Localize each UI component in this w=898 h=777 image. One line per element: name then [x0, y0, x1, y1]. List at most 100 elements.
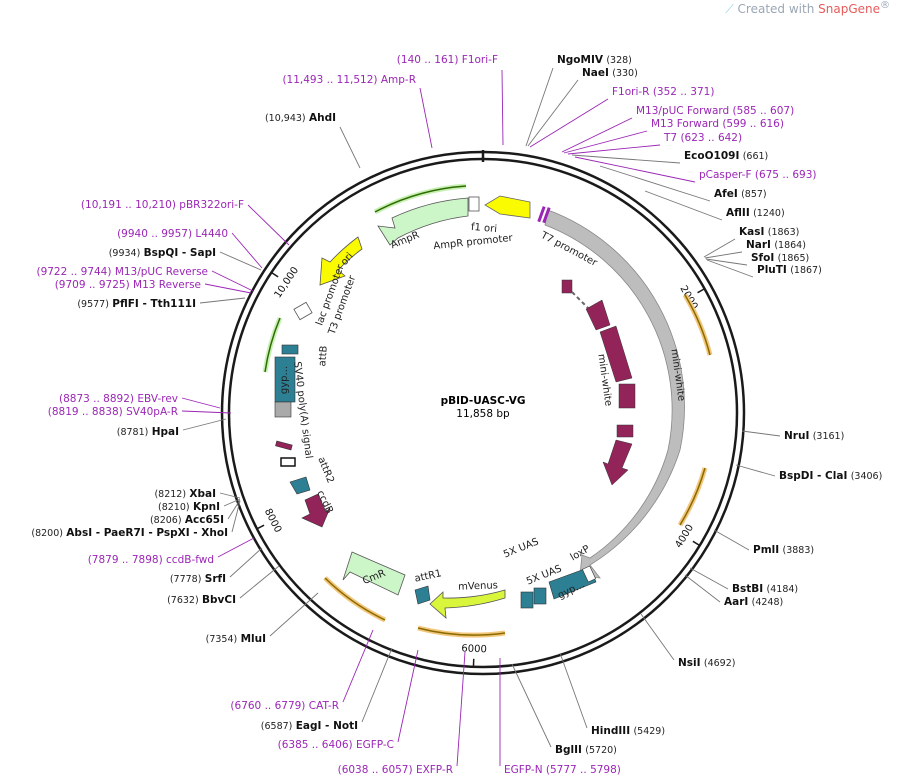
leader-46	[247, 204, 290, 246]
site-position: (7879 .. 7898)	[88, 554, 163, 566]
leader-11	[599, 165, 711, 202]
t7-promoter-bar	[537, 206, 546, 223]
mini-white-exon-4	[618, 383, 636, 409]
site-name: EagI - NotI	[296, 720, 358, 732]
leader-33	[217, 537, 255, 558]
leader-3	[525, 67, 554, 147]
site-position: (857)	[741, 189, 767, 200]
mini-white-gray-arrow	[544, 209, 685, 579]
site-name: HindIII	[591, 725, 630, 737]
site-name: M13 Forward	[651, 118, 719, 130]
leader-37	[219, 492, 241, 499]
site-name: PflFI - Tth111I	[112, 298, 196, 310]
primer-label-43: (9722 .. 9744) M13/pUC Reverse	[36, 266, 208, 278]
site-name: BspQI - SapI	[144, 247, 216, 259]
enzyme-label-18: BspDI - ClaI (3406)	[779, 470, 882, 482]
site-position: (328)	[606, 55, 632, 66]
tick-label-2: 6000	[461, 643, 487, 655]
label-leaders	[181, 67, 781, 767]
site-name: AfeI	[714, 188, 738, 200]
site-name: HpaI	[152, 426, 179, 438]
site-name: MluI	[241, 633, 266, 645]
outer-arc-right-top-core	[684, 294, 711, 356]
leader-16	[706, 259, 754, 278]
attr2-arrow	[289, 476, 311, 495]
enzyme-label-16: PluTI (1867)	[757, 264, 822, 276]
primer-label-33: (7879 .. 7898) ccdB-fwd	[88, 554, 214, 566]
primer-label-45: (9940 .. 9957) L4440	[117, 228, 228, 240]
enzyme-label-11: AfeI (857)	[714, 188, 767, 200]
tick-label-3: 8000	[262, 507, 283, 535]
site-position: (8200)	[31, 528, 63, 539]
leader-13	[703, 238, 736, 258]
enzyme-label-23: HindIII (5429)	[591, 725, 665, 737]
ori-arrow	[319, 236, 363, 286]
site-position: (1864)	[774, 240, 806, 251]
leader-41	[199, 297, 246, 304]
feature-label-9: attR2	[315, 455, 335, 484]
plasmid-name: pBID-UASC-VG	[441, 395, 526, 407]
site-name: NsiI	[678, 657, 701, 669]
site-position: (7354)	[206, 634, 238, 645]
attb-box	[281, 344, 299, 355]
leader-18	[735, 464, 776, 477]
leader-32	[229, 547, 263, 578]
site-position: (9577)	[77, 299, 109, 310]
leader-27	[397, 649, 419, 743]
site-name: F1ori-F	[462, 54, 498, 66]
mini-white-exon-1	[561, 279, 573, 294]
mini-white-exon-6	[602, 439, 633, 486]
site-name: AbsI - PaeR7I - PspXI - XhoI	[66, 527, 228, 539]
feature-label-13: mVenus	[458, 580, 498, 592]
site-position: (6587)	[261, 721, 293, 732]
leader-45	[231, 232, 263, 269]
leader-14	[704, 251, 743, 259]
site-position: (7778)	[170, 574, 202, 585]
site-position: (6038 .. 6057)	[338, 764, 413, 776]
primer-label-39: (8819 .. 8838) SV40pA-R	[48, 406, 178, 418]
site-name: NarI	[746, 239, 771, 251]
mini-white-exon-2	[585, 299, 611, 331]
site-position: (3161)	[813, 431, 845, 442]
site-name: KasI	[739, 226, 764, 238]
site-position: (9940 .. 9957)	[117, 228, 192, 240]
leader-21	[684, 574, 721, 603]
feature-label-6: attB	[317, 345, 330, 367]
enzyme-label-41: (9577) PflFI - Tth111I	[77, 298, 196, 310]
ccdb-arrow	[301, 493, 331, 528]
site-name: XbaI	[189, 488, 216, 500]
site-name: PmlI	[753, 544, 779, 556]
credit-prefix: Created with	[737, 2, 819, 16]
leader-24	[511, 663, 552, 748]
site-name: SfoI	[751, 252, 774, 264]
enzyme-label-3: NgoMIV (328)	[557, 54, 632, 66]
leader-2	[339, 126, 361, 169]
black-mark	[280, 457, 296, 467]
enzyme-label-17: NruI (3161)	[784, 430, 844, 442]
enzyme-label-28: (6587) EagI - NotI	[261, 720, 358, 732]
primer-label-29: (6760 .. 6779) CAT-R	[230, 700, 339, 712]
leader-6	[561, 117, 633, 153]
site-position: (4248)	[752, 597, 784, 608]
tick-mark-0	[697, 288, 705, 294]
primer-label-27: (6385 .. 6406) EGFP-C	[278, 739, 394, 751]
enzyme-label-44: (9934) BspQI - SapI	[109, 247, 216, 259]
primer-label-7: M13 Forward (599 .. 616)	[651, 118, 784, 130]
snapgene-credit: ⟋ Created with SnapGene®	[725, 0, 890, 17]
enzyme-label-12: AflII (1240)	[726, 207, 785, 219]
site-name: pBR322ori-F	[179, 199, 244, 211]
site-position: (675 .. 693)	[755, 169, 817, 181]
leader-35	[227, 499, 241, 520]
outer-arc-top-green-core	[374, 185, 467, 213]
tick-mark-1	[692, 540, 701, 547]
loxp-box	[582, 565, 596, 583]
site-position: (3406)	[851, 471, 883, 482]
site-position: (6760 .. 6779)	[230, 700, 305, 712]
enzyme-label-35: (8206) Acc65I	[150, 514, 224, 526]
site-position: (8781)	[117, 427, 149, 438]
leader-34	[231, 500, 241, 533]
leader-4	[527, 79, 579, 147]
site-name: M13 Reverse	[133, 279, 201, 291]
leader-28	[361, 647, 393, 723]
leader-44	[219, 251, 262, 271]
